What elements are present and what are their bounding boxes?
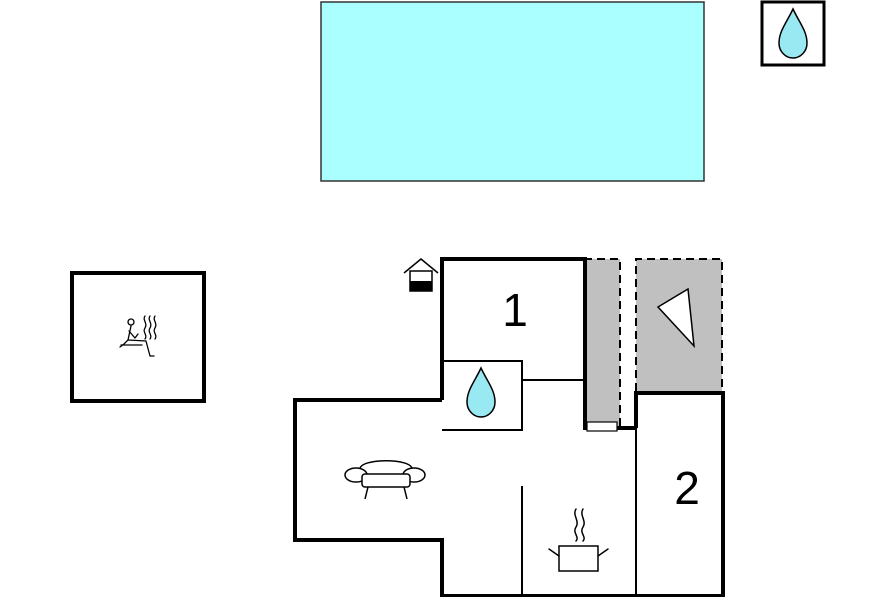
sofa-icon [344,460,426,500]
water-drop-icon [778,7,808,59]
cooking-pot-icon [548,508,609,572]
room-label-1: 1 [502,284,528,336]
sauna-icon [119,315,157,357]
house-entrance-icon [403,258,439,292]
interior-walls [442,360,637,596]
water-drop-icon [466,366,496,418]
terrace-pennant-icon [656,287,695,349]
swimming-pool [320,1,705,182]
room-label-2: 2 [674,462,700,514]
pool-water-icon-box [760,0,826,67]
terrace-area [584,258,723,426]
sauna-room [70,271,206,403]
window [586,421,618,432]
